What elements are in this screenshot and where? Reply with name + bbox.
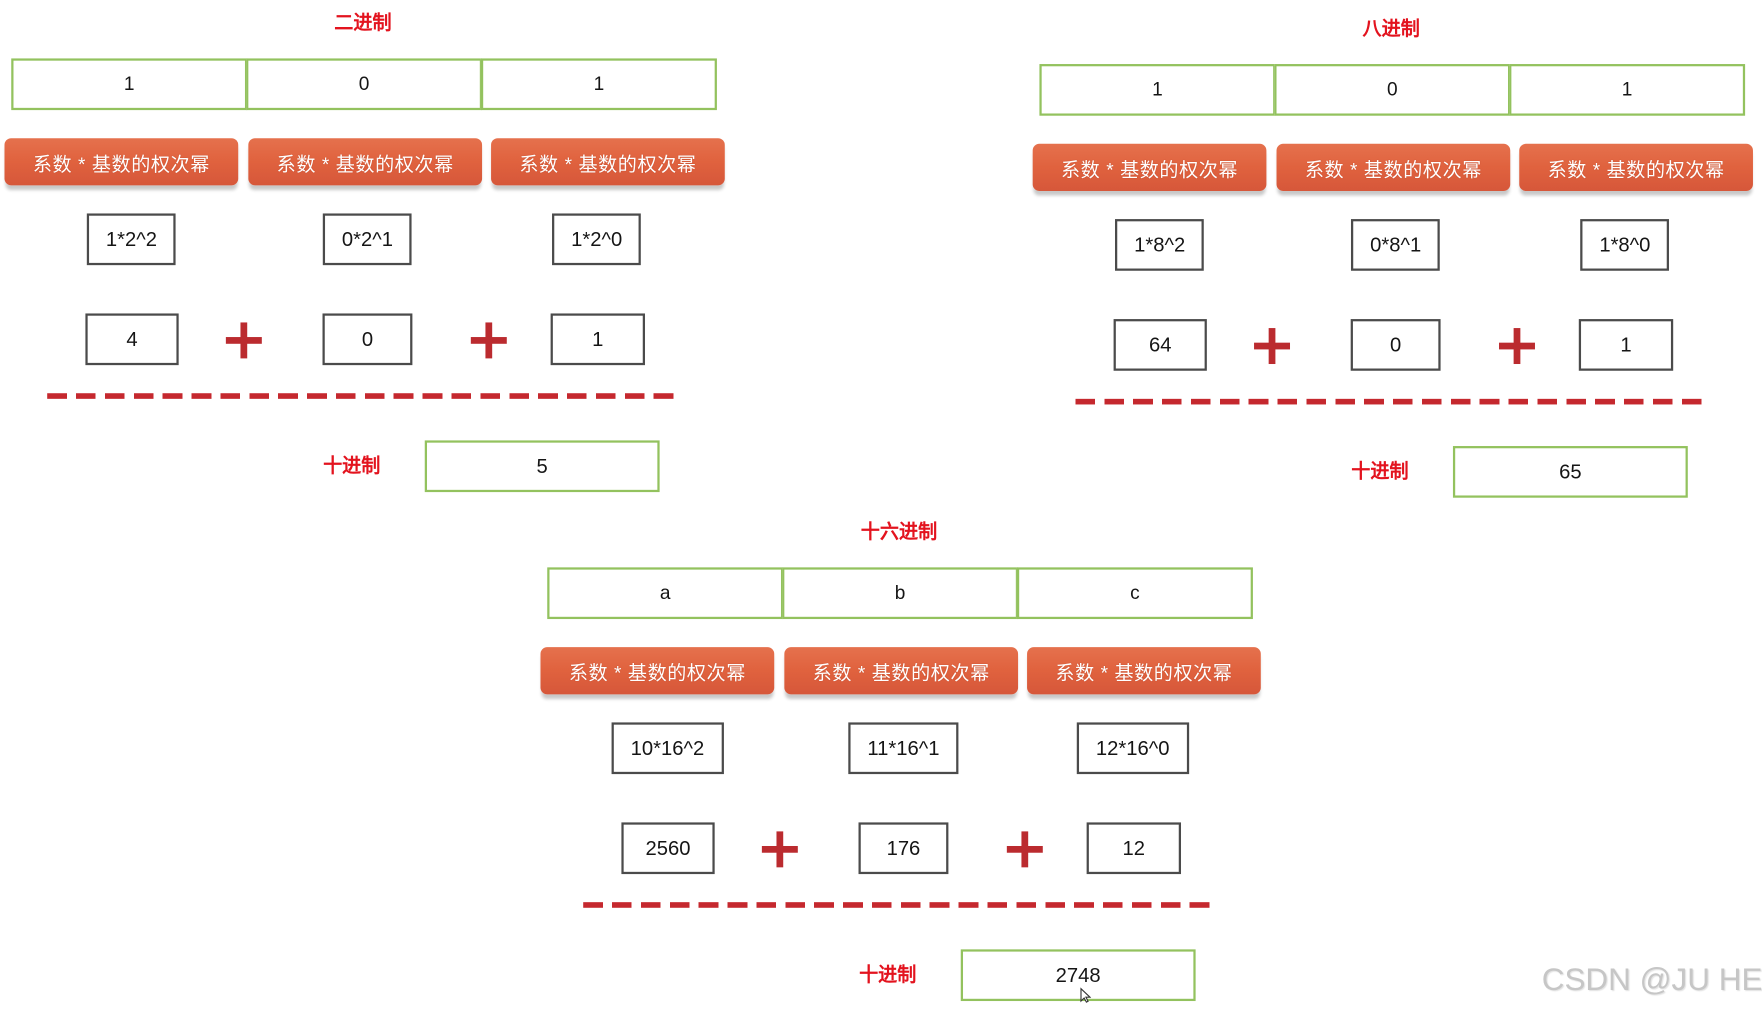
- term-formula: 0*8^1: [1350, 219, 1441, 271]
- plus-icon: [1006, 831, 1043, 868]
- term-label: 系数 * 基数的权次幂: [784, 647, 1019, 695]
- sum-divider: [583, 902, 1211, 908]
- digit-cell: 1: [1509, 64, 1746, 116]
- term-value: 0: [322, 313, 413, 366]
- panel-title: 八进制: [1362, 17, 1420, 40]
- digit-cell: 1: [480, 58, 717, 111]
- sum-divider: [1075, 398, 1703, 405]
- binary-panel: 二进制 1 0 1 系数 * 基数的权次幂 系数 * 基数的权次幂 系数 * 基…: [4, 12, 726, 498]
- term-value: 1: [550, 313, 646, 366]
- result-box: 2748: [960, 949, 1196, 1002]
- cursor-icon: [1080, 987, 1092, 1003]
- panel-title: 十六进制: [860, 521, 938, 543]
- term-label: 系数 * 基数的权次幂: [248, 138, 483, 186]
- term-formula: 1*8^2: [1115, 219, 1205, 271]
- term-value: 2560: [621, 822, 715, 875]
- term-value: 12: [1086, 822, 1182, 875]
- term-formula: 1*2^2: [86, 213, 177, 266]
- term-label: 系数 * 基数的权次幂: [1519, 143, 1753, 191]
- digit-cell: b: [782, 567, 1019, 620]
- result-label: 十进制: [323, 455, 381, 477]
- term-value: 0: [1350, 319, 1441, 371]
- term-label: 系数 * 基数的权次幂: [1027, 647, 1261, 695]
- result-label: 十进制: [859, 963, 917, 986]
- digit-cell: a: [547, 567, 784, 620]
- term-label: 系数 * 基数的权次幂: [1032, 143, 1267, 191]
- term-formula: 11*16^1: [848, 722, 959, 775]
- octal-panel: 八进制 1 0 1 系数 * 基数的权次幂 系数 * 基数的权次幂 系数 * 基…: [1032, 18, 1754, 504]
- term-formula: 10*16^2: [611, 722, 724, 775]
- term-label: 系数 * 基数的权次幂: [4, 138, 239, 186]
- term-formula: 1*8^0: [1580, 219, 1670, 271]
- digit-row: a b c: [547, 567, 1253, 620]
- term-formula: 12*16^0: [1076, 722, 1189, 775]
- digit-cell: c: [1016, 567, 1253, 620]
- plus-icon: [1254, 328, 1291, 365]
- digit-cell: 0: [1274, 64, 1511, 116]
- term-value: 176: [858, 822, 949, 875]
- term-label: 系数 * 基数的权次幂: [491, 138, 725, 186]
- plus-icon: [761, 831, 798, 868]
- panel-title: 二进制: [334, 12, 392, 34]
- result-box: 5: [424, 440, 660, 493]
- hexadecimal-panel: 十六进制 a b c 系数 * 基数的权次幂 系数 * 基数的权次幂 系数 * …: [540, 521, 1262, 1007]
- term-formula: 1*2^0: [552, 213, 642, 266]
- plus-icon: [1499, 328, 1535, 365]
- watermark: CSDN @JU HE: [1541, 961, 1762, 997]
- term-label: 系数 * 基数的权次幂: [540, 647, 775, 695]
- plus-icon: [225, 322, 262, 359]
- result-box: 65: [1452, 446, 1688, 498]
- result-label: 十进制: [1351, 460, 1409, 482]
- term-formula: 0*2^1: [322, 213, 413, 266]
- plus-icon: [470, 322, 507, 359]
- term-value: 64: [1113, 319, 1207, 371]
- digit-cell: 0: [246, 58, 483, 111]
- digit-row: 1 0 1: [1039, 64, 1746, 116]
- sum-divider: [47, 393, 675, 399]
- term-value: 4: [85, 313, 179, 366]
- term-value: 1: [1578, 319, 1674, 371]
- digit-cell: 1: [11, 58, 248, 111]
- digit-row: 1 0 1: [11, 58, 717, 111]
- term-label: 系数 * 基数的权次幂: [1276, 143, 1511, 191]
- digit-cell: 1: [1039, 64, 1276, 116]
